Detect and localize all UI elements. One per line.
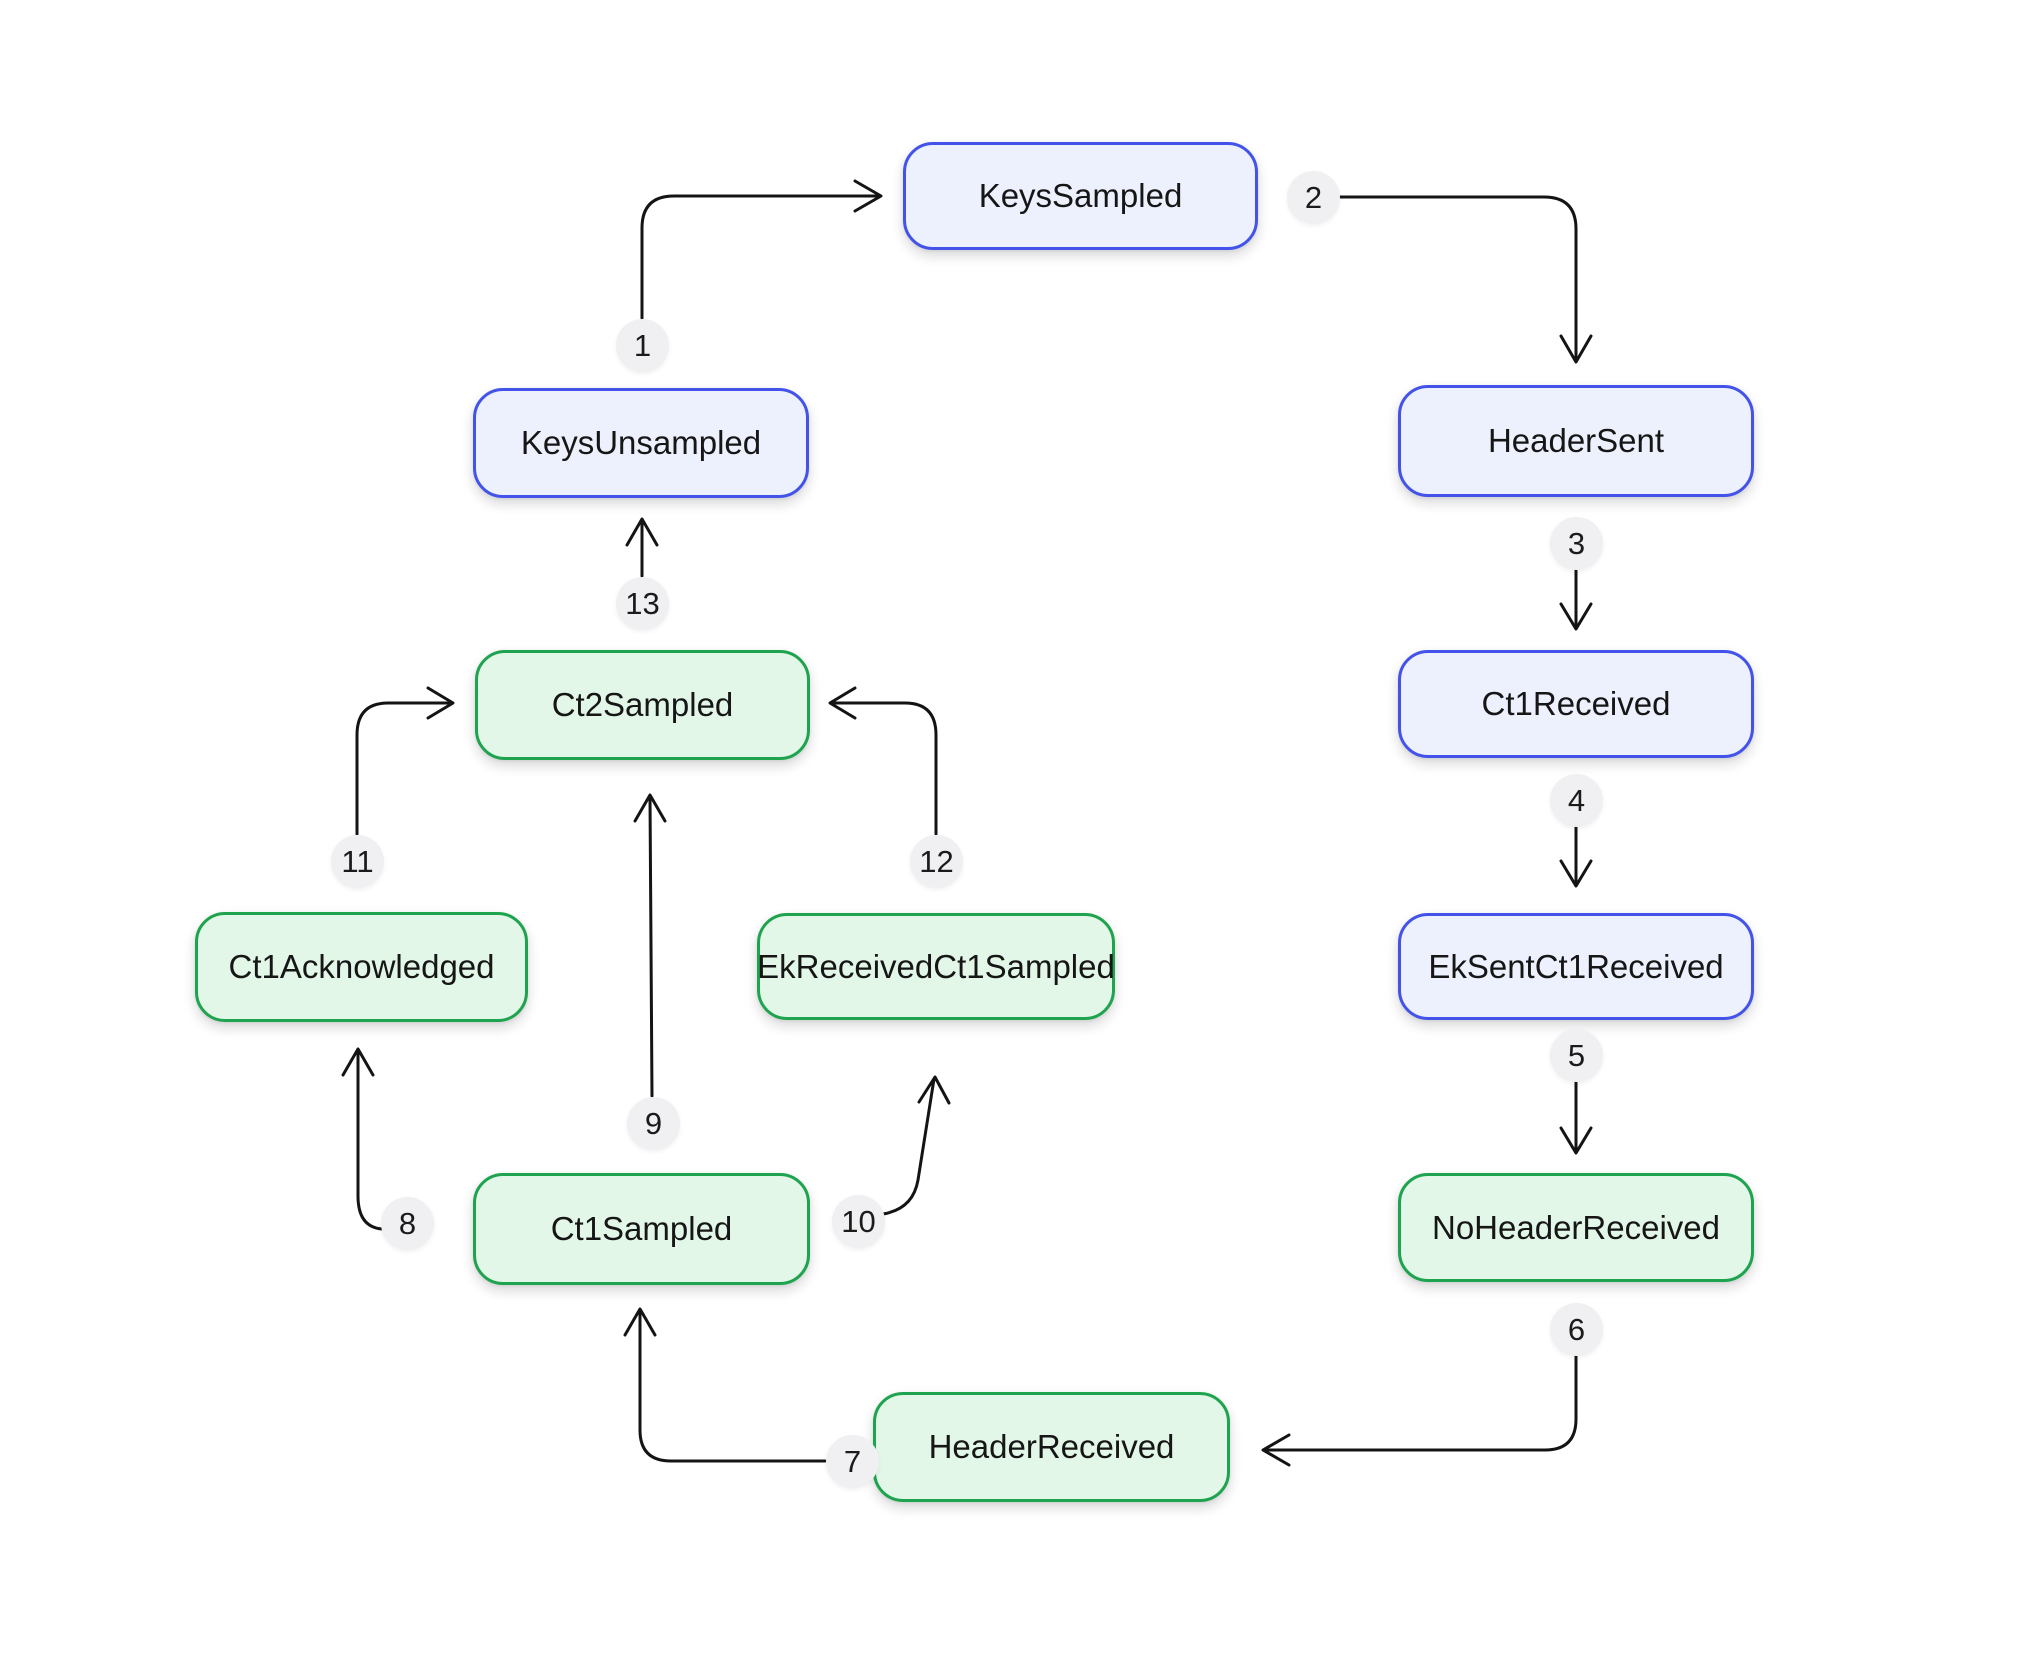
- state-node-label: HeaderReceived: [928, 1428, 1175, 1465]
- edge-2-arrow: [1338, 195, 1593, 364]
- edge-1-arrow: [640, 179, 883, 320]
- edge-label-11: 11: [331, 835, 384, 888]
- state-node-label: KeysUnsampled: [520, 424, 762, 461]
- edge-label-13: 13: [616, 577, 669, 630]
- edge-13-arrow: [625, 517, 659, 578]
- edge-label-7: 7: [826, 1435, 879, 1488]
- state-node-label: Ct1Acknowledged: [228, 948, 495, 985]
- state-node-ct2sampled: Ct2Sampled: [475, 650, 810, 760]
- state-node-label: EkSentCt1Received: [1428, 947, 1724, 985]
- edge-label-9: 9: [627, 1097, 680, 1150]
- state-node-ct1received: Ct1Received: [1398, 650, 1754, 758]
- state-node-keyssampled: KeysSampled: [903, 142, 1258, 250]
- state-node-ekreceivedct1sampled: EkReceivedCt1Sampled: [757, 913, 1115, 1020]
- edge-label-1: 1: [616, 319, 669, 372]
- edge-12-arrow: [828, 686, 938, 836]
- state-node-label: Ct1Sampled: [550, 1210, 733, 1247]
- edge-label-5: 5: [1550, 1029, 1603, 1082]
- edge-label-6: 6: [1550, 1303, 1603, 1356]
- state-node-noheaderreceived: NoHeaderReceived: [1398, 1173, 1754, 1282]
- state-node-label: NoHeaderReceived: [1432, 1208, 1720, 1246]
- edge-7-arrow: [623, 1307, 827, 1463]
- state-node-headerreceived: HeaderReceived: [873, 1392, 1230, 1502]
- state-node-label: Ct1Received: [1481, 685, 1671, 722]
- edge-label-3: 3: [1550, 517, 1603, 570]
- state-node-ct1sampled: Ct1Sampled: [473, 1173, 810, 1285]
- edge-11-arrow: [355, 686, 455, 836]
- state-node-label: Ct2Sampled: [551, 686, 734, 723]
- edge-10-arrow: [881, 1075, 951, 1216]
- edge-label-8: 8: [381, 1197, 434, 1250]
- state-node-keysunsampled: KeysUnsampled: [473, 388, 809, 498]
- state-node-label: HeaderSent: [1487, 422, 1665, 459]
- edge-label-2: 2: [1287, 171, 1340, 224]
- state-node-label: EkReceivedCt1Sampled: [757, 947, 1115, 985]
- state-node-headersent: HeaderSent: [1398, 385, 1754, 497]
- state-node-eksentct1received: EkSentCt1Received: [1398, 913, 1754, 1020]
- edge-4-arrow: [1559, 825, 1593, 888]
- edge-6-arrow: [1261, 1354, 1578, 1467]
- edge-label-10: 10: [832, 1195, 885, 1248]
- edge-5-arrow: [1559, 1080, 1593, 1155]
- edge-9-arrow: [633, 793, 667, 1098]
- edge-label-12: 12: [910, 835, 963, 888]
- state-node-ct1acknowledged: Ct1Acknowledged: [195, 912, 528, 1022]
- state-node-label: KeysSampled: [978, 177, 1183, 214]
- edge-3-arrow: [1559, 568, 1593, 631]
- edge-8-arrow: [341, 1047, 384, 1231]
- edge-label-4: 4: [1550, 774, 1603, 827]
